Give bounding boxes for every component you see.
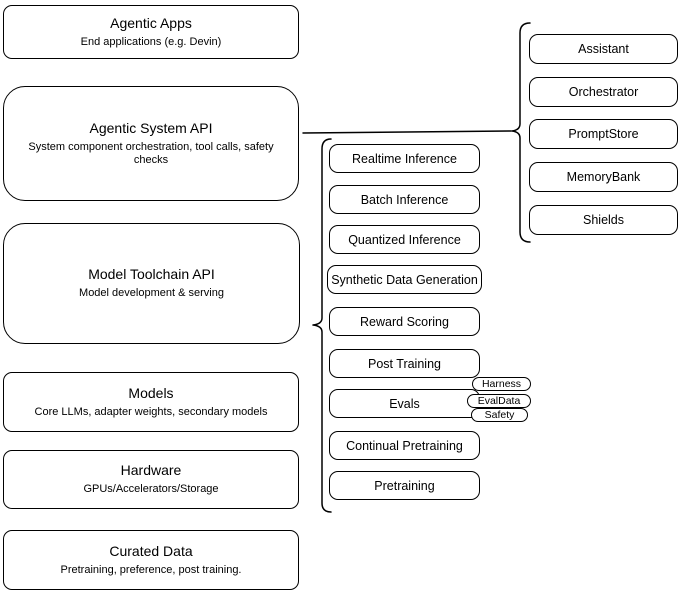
node-model-toolchain-api: Model Toolchain API Model development & … xyxy=(3,223,300,344)
pill-harness: Harness xyxy=(472,377,531,391)
pill-safety: Safety xyxy=(471,408,528,422)
node-promptstore: PromptStore xyxy=(529,119,678,149)
node-subtitle: System component orchestration, tool cal… xyxy=(28,140,274,167)
node-subtitle: Model development & serving xyxy=(79,287,224,300)
node-orchestrator: Orchestrator xyxy=(529,77,678,107)
node-title: Curated Data xyxy=(109,542,193,559)
node-subtitle: Core LLMs, adapter weights, secondary mo… xyxy=(34,405,268,418)
node-post-training: Post Training xyxy=(329,349,480,378)
node-subtitle: End applications (e.g. Devin) xyxy=(80,35,222,48)
node-subtitle: GPUs/Accelerators/Storage xyxy=(83,483,219,496)
node-evals: Evals xyxy=(329,389,480,418)
node-assistant: Assistant xyxy=(529,34,678,64)
node-agentic-system-api: Agentic System API System component orch… xyxy=(3,86,299,201)
node-reward-scoring: Reward Scoring xyxy=(329,307,480,336)
node-agentic-apps: Agentic Apps End applications (e.g. Devi… xyxy=(3,5,299,59)
node-curated-data: Curated Data Pretraining, preference, po… xyxy=(3,530,299,590)
node-realtime-inference: Realtime Inference xyxy=(329,144,480,173)
node-batch-inference: Batch Inference xyxy=(329,185,480,214)
node-continual-pretraining: Continual Pretraining xyxy=(329,431,480,460)
pill-evaldata: EvalData xyxy=(467,394,531,408)
node-shields: Shields xyxy=(529,205,678,235)
node-subtitle: Pretraining, preference, post training. xyxy=(60,563,242,576)
api-to-system-components-connector xyxy=(302,130,512,134)
node-pretraining: Pretraining xyxy=(329,471,480,500)
node-title: Hardware xyxy=(120,462,182,479)
node-models: Models Core LLMs, adapter weights, secon… xyxy=(3,372,299,432)
node-title: Model Toolchain API xyxy=(88,266,215,283)
node-quantized-inference: Quantized Inference xyxy=(329,225,480,254)
node-synthetic-data-generation: Synthetic Data Generation xyxy=(327,265,482,294)
node-hardware: Hardware GPUs/Accelerators/Storage xyxy=(3,450,299,509)
node-memorybank: MemoryBank xyxy=(529,162,678,192)
system-components-brace xyxy=(511,22,531,243)
node-title: Models xyxy=(128,384,174,401)
node-title: Agentic Apps xyxy=(110,14,192,31)
node-title: Agentic System API xyxy=(89,119,213,136)
